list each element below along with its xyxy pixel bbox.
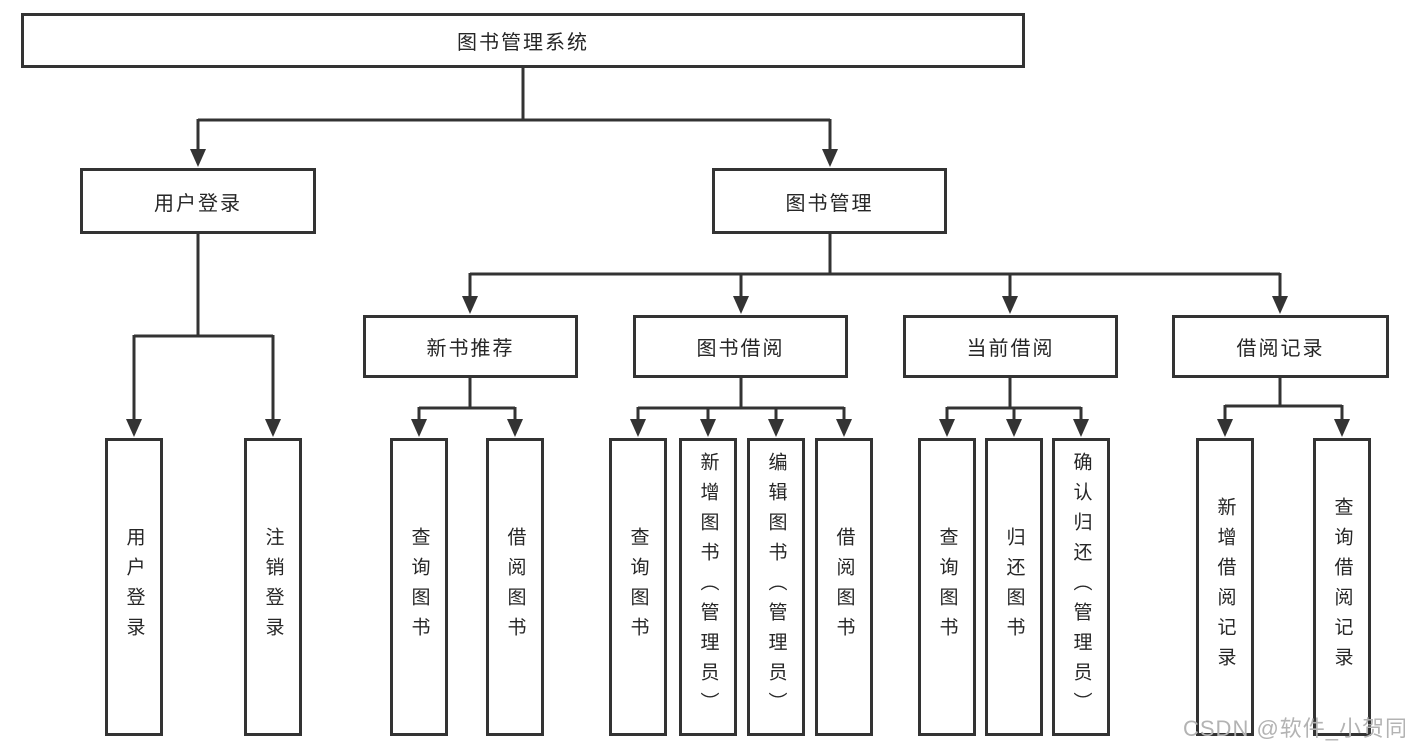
node-leaf-rec-borrow-book: 借阅图书 bbox=[486, 438, 544, 736]
node-root-library-system: 图书管理系统 bbox=[21, 13, 1025, 68]
node-leaf-cb-return-book: 归还图书 bbox=[985, 438, 1043, 736]
node-leaf-bb-query-book: 查询图书 bbox=[609, 438, 667, 736]
node-user-login: 用户登录 bbox=[80, 168, 316, 234]
node-label: 图书借阅 bbox=[696, 338, 785, 360]
node-book-borrow: 图书借阅 bbox=[633, 315, 848, 378]
node-leaf-bb-add-book-admin: 新增图书（管理员） bbox=[679, 438, 737, 736]
csdn-watermark: CSDN @软件_小贺同学 bbox=[1183, 716, 1405, 741]
node-book-management: 图书管理 bbox=[712, 168, 947, 234]
node-leaf-bb-edit-book-admin: 编辑图书（管理员） bbox=[747, 438, 805, 736]
node-leaf-rec-query-book: 查询图书 bbox=[390, 438, 448, 736]
node-leaf-br-add-record: 新增借阅记录 bbox=[1196, 438, 1254, 736]
node-label: 图书管理 bbox=[785, 192, 874, 215]
node-leaf-br-query-record: 查询借阅记录 bbox=[1313, 438, 1371, 736]
node-label: 新书推荐 bbox=[426, 338, 515, 360]
node-label: 借阅图书 bbox=[833, 527, 855, 647]
node-label: 借阅记录 bbox=[1236, 338, 1325, 360]
node-label: 注销登录 bbox=[262, 527, 284, 647]
node-label: 编辑图书（管理员） bbox=[765, 452, 787, 722]
node-label: 查询图书 bbox=[936, 527, 958, 647]
node-label: 用户登录 bbox=[123, 527, 145, 647]
node-label: 查询图书 bbox=[408, 527, 430, 647]
node-leaf-user-login: 用户登录 bbox=[105, 438, 163, 736]
node-label: 图书管理系统 bbox=[457, 32, 589, 54]
node-label: 借阅图书 bbox=[504, 527, 526, 647]
node-label: 确认归还（管理员） bbox=[1070, 452, 1092, 722]
node-leaf-cb-query-book: 查询图书 bbox=[918, 438, 976, 736]
node-borrow-record: 借阅记录 bbox=[1172, 315, 1389, 378]
node-leaf-logout: 注销登录 bbox=[244, 438, 302, 736]
node-current-borrow: 当前借阅 bbox=[903, 315, 1118, 378]
node-label: 新增借阅记录 bbox=[1214, 497, 1236, 677]
node-new-book-recommend: 新书推荐 bbox=[363, 315, 578, 378]
node-label: 查询借阅记录 bbox=[1331, 497, 1353, 677]
node-leaf-cb-confirm-return-admin: 确认归还（管理员） bbox=[1052, 438, 1110, 736]
node-label: 查询图书 bbox=[627, 527, 649, 647]
node-label: 新增图书（管理员） bbox=[697, 452, 719, 722]
node-label: 用户登录 bbox=[154, 192, 242, 215]
node-label: 当前借阅 bbox=[966, 338, 1055, 360]
node-label: 归还图书 bbox=[1003, 527, 1025, 647]
node-leaf-bb-borrow-book: 借阅图书 bbox=[815, 438, 873, 736]
